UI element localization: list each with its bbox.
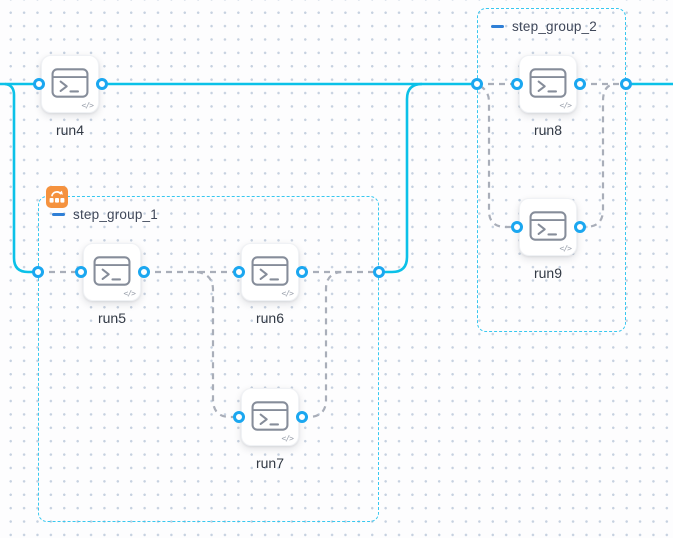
edge-group2-in-run9[interactable] <box>479 85 517 229</box>
edge-run7-group1-out[interactable] <box>302 270 343 419</box>
edge-run9-group2-out[interactable] <box>580 82 616 229</box>
loop-items-icon[interactable] <box>46 186 68 208</box>
port-group1-out[interactable] <box>373 266 385 278</box>
code-icon: </> <box>281 434 294 443</box>
terminal-icon <box>251 401 289 431</box>
node-label-run5: run5 <box>97 310 127 326</box>
port-run9-out[interactable] <box>574 221 586 233</box>
node-run9[interactable]: </> <box>519 198 577 256</box>
edge-step-group-1-step-group-2[interactable] <box>379 82 423 274</box>
port-run8-in[interactable] <box>511 78 523 90</box>
port-group1-in[interactable] <box>32 266 44 278</box>
group-step-group-2[interactable]: step_group_2 <box>477 8 626 332</box>
edge-run5-run7[interactable] <box>196 270 239 419</box>
port-run9-in[interactable] <box>511 221 523 233</box>
node-label-run4: run4 <box>55 122 85 138</box>
port-run4-in[interactable] <box>33 78 45 90</box>
code-icon: </> <box>123 289 136 298</box>
port-run7-in[interactable] <box>233 411 245 423</box>
port-run4-out[interactable] <box>96 78 108 90</box>
code-icon: </> <box>559 244 572 253</box>
collapse-group-button[interactable] <box>52 213 65 216</box>
group-step-group-1[interactable]: step_group_1 <box>38 186 379 522</box>
port-group2-out[interactable] <box>620 78 632 90</box>
node-run5[interactable]: </> <box>83 243 141 301</box>
code-icon: </> <box>281 289 294 298</box>
terminal-icon <box>529 211 567 241</box>
node-run4[interactable]: </> <box>41 55 99 113</box>
edge-input-step-group-1[interactable] <box>4 82 38 274</box>
terminal-icon <box>51 68 89 98</box>
port-run5-out[interactable] <box>138 266 150 278</box>
group-label: step_group_2 <box>512 19 597 34</box>
group-header: step_group_2 <box>478 9 625 34</box>
port-group2-in[interactable] <box>471 78 483 90</box>
code-icon: </> <box>81 101 94 110</box>
port-run8-out[interactable] <box>574 78 586 90</box>
group-label: step_group_1 <box>73 207 158 222</box>
port-run6-out[interactable] <box>296 266 308 278</box>
node-run7[interactable]: </> <box>241 388 299 446</box>
port-run5-in[interactable] <box>75 266 87 278</box>
node-label-run6: run6 <box>255 310 285 326</box>
collapse-group-button[interactable] <box>491 25 504 28</box>
node-run8[interactable]: </> <box>519 55 577 113</box>
node-label-run9: run9 <box>533 265 563 281</box>
code-icon: </> <box>559 101 572 110</box>
terminal-icon <box>529 68 567 98</box>
port-run7-out[interactable] <box>296 411 308 423</box>
group-header: step_group_1 <box>39 197 378 222</box>
node-run6[interactable]: </> <box>241 243 299 301</box>
port-run6-in[interactable] <box>233 266 245 278</box>
node-label-run7: run7 <box>255 455 285 471</box>
node-label-run8: run8 <box>533 122 563 138</box>
terminal-icon <box>251 256 289 286</box>
terminal-icon <box>93 256 131 286</box>
